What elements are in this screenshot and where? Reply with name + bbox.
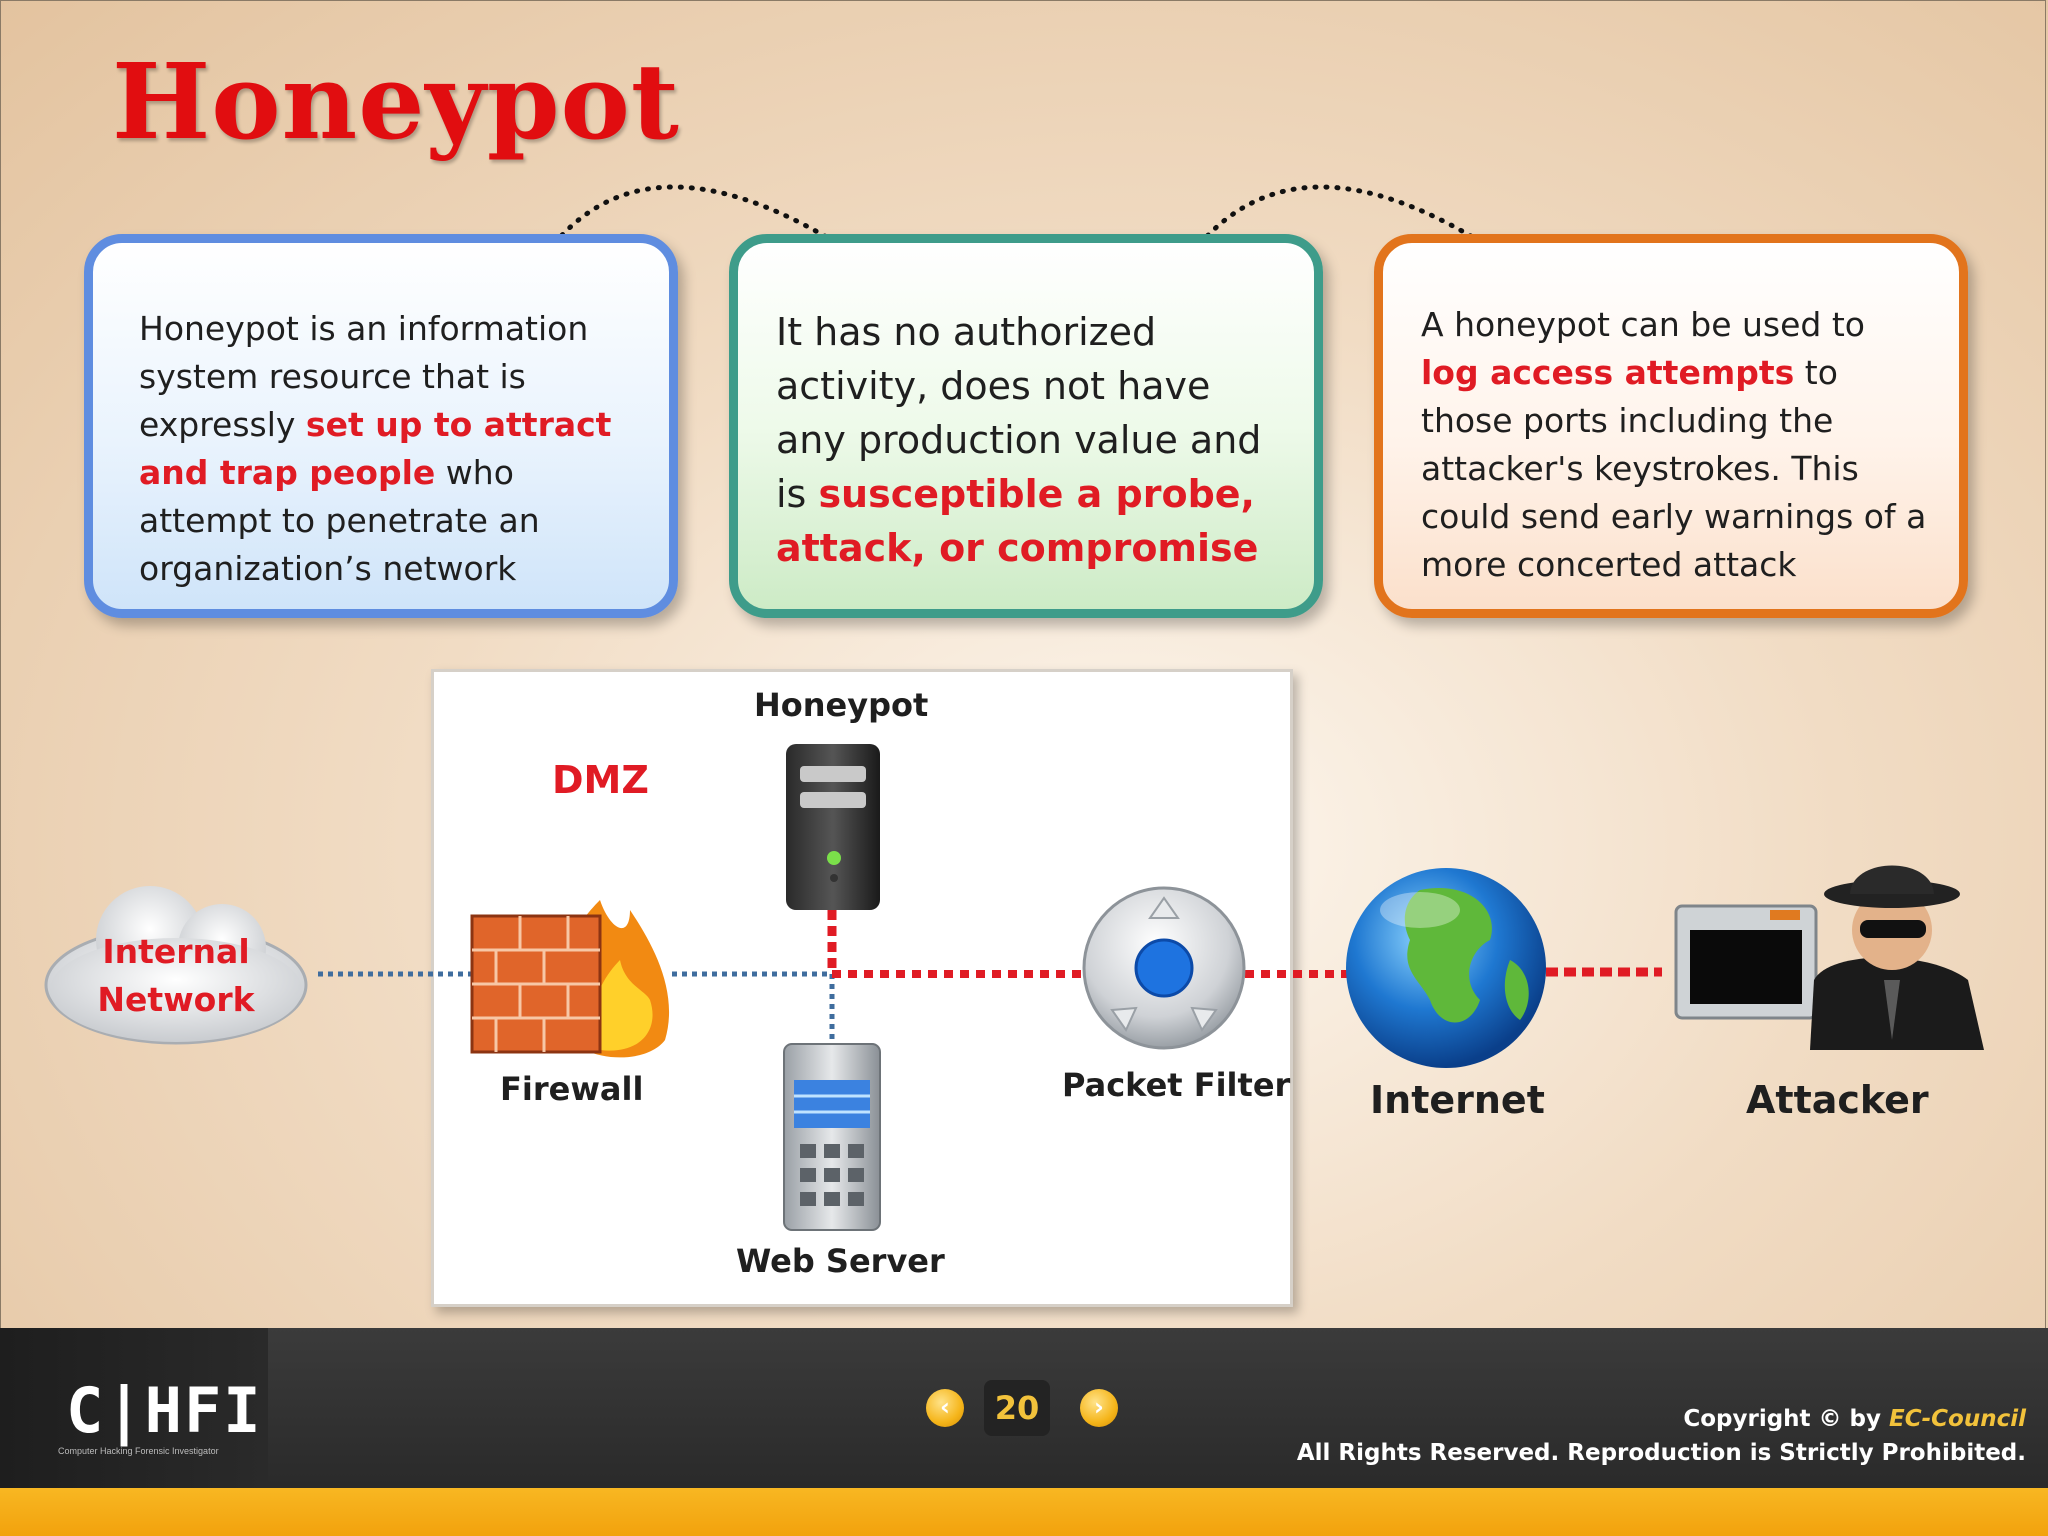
definition-card: Honeypot is an information system resour…: [84, 234, 678, 618]
globe-icon: [1346, 868, 1546, 1068]
card-text: It has no authorized activity, does not …: [776, 310, 1262, 570]
attacker-icon: [1674, 865, 1984, 1050]
next-page-button[interactable]: ›: [1080, 1389, 1118, 1427]
copyright-notice: Copyright © by EC-Council All Rights Res…: [1297, 1402, 2026, 1470]
dmz-label: DMZ: [552, 758, 649, 802]
logo-subtitle: Computer Hacking Forensic Investigator: [58, 1446, 219, 1456]
ec-council-logo: EC-Council: [1889, 1406, 2026, 1432]
usage-card: A honeypot can be used to log access att…: [1374, 234, 1968, 618]
prev-page-button[interactable]: ‹: [926, 1389, 964, 1427]
chevron-left-icon: ‹: [940, 1393, 950, 1421]
web-server-label: Web Server: [736, 1242, 945, 1280]
logo-panel: [0, 1328, 268, 1488]
attacker-label: Attacker: [1746, 1078, 1929, 1122]
footer-accent-bar: [0, 1488, 2048, 1536]
card-text: Honeypot is an information system resour…: [139, 309, 612, 588]
honeypot-label: Honeypot: [754, 686, 929, 724]
internet-label: Internet: [1370, 1078, 1545, 1122]
page-number: 20: [984, 1380, 1050, 1436]
firewall-label: Firewall: [500, 1070, 644, 1108]
rights-text: All Rights Reserved. Reproduction is Str…: [1296, 1440, 2026, 1466]
card-text: A honeypot can be used to log access att…: [1421, 305, 1927, 584]
chfi-logo: C|HFI: [66, 1374, 263, 1447]
page-title: Honeypot: [112, 40, 680, 163]
chevron-right-icon: ›: [1094, 1393, 1104, 1421]
packet-filter-label: Packet Filter: [1062, 1066, 1291, 1104]
activity-card: It has no authorized activity, does not …: [729, 234, 1323, 618]
